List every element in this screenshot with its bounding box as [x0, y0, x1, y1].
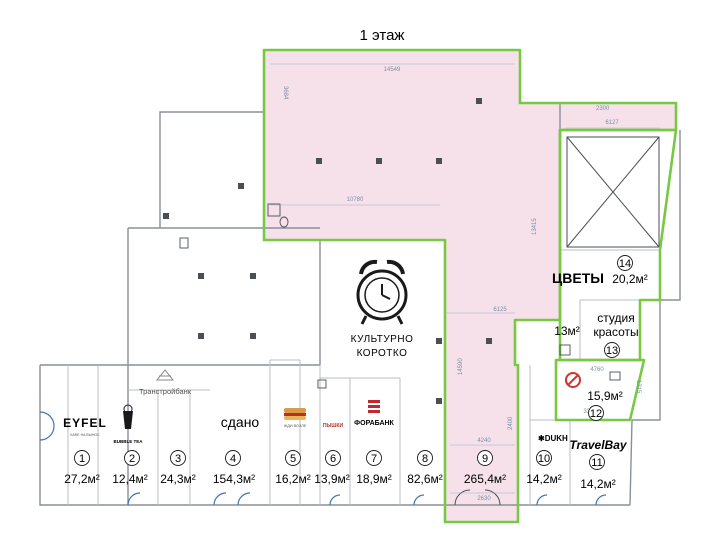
- dimension-label: 6127: [605, 120, 619, 126]
- unit-labels: 1 27,2м² 2 12,4м² 3 24,3м² 4 154,3м² 5 16,2м² 6 13,…: [64, 255, 648, 491]
- kulturno-brand-line1: КУЛЬТУРНО: [351, 334, 414, 345]
- unit-9-area-fill: [264, 50, 676, 522]
- unit-area: 82,6м²: [407, 472, 443, 486]
- izhdi-brand: ЖДИ ВОЗЛЕ: [284, 424, 307, 428]
- unit-number: 5: [290, 453, 296, 465]
- studio-label-line1: студия: [597, 311, 634, 325]
- unit-number-circle: [285, 450, 301, 466]
- unit-number: 8: [422, 453, 428, 465]
- dimension-label: 14590: [458, 358, 464, 375]
- sandwich-icon: [284, 408, 306, 420]
- unit-number: 4: [230, 453, 236, 465]
- eyfel-brand-sub: КАФЕ НА ВЫНОС: [70, 433, 100, 437]
- door-swings: [39, 411, 607, 506]
- unit-area: 18,9м²: [356, 472, 392, 486]
- unit-number: 13: [606, 345, 618, 357]
- unit-area: 20,2м²: [612, 272, 648, 286]
- unit-12-outline: [554, 358, 646, 422]
- staircase: [566, 136, 660, 248]
- wc-fixtures: [179, 203, 621, 389]
- bubble-tea-brand: BUBBLE TEA: [114, 439, 144, 444]
- columns: [163, 98, 492, 404]
- unit-area: 14,2м²: [580, 477, 616, 491]
- studio-label-line2: красоты: [593, 325, 638, 339]
- unit-number-circle: [124, 450, 140, 466]
- unit-number: 2: [129, 453, 135, 465]
- no-entry-icon: [565, 372, 581, 388]
- unit-number: 12: [590, 408, 602, 420]
- unit-number: 11: [591, 457, 602, 469]
- unit-area: 13,9м²: [314, 472, 350, 486]
- sdano-label: сдано: [221, 414, 260, 430]
- unit-13-14-outline: [558, 128, 678, 362]
- unit-number: 1: [79, 453, 85, 465]
- dukh-brand: ✱DUKH: [538, 434, 568, 443]
- bubble-tea-icon: [123, 404, 133, 429]
- unit-number-circle: [536, 450, 552, 466]
- entrance-doors-unit-9: [454, 489, 501, 506]
- unit-area: 15,9м²: [587, 389, 623, 403]
- unit-number-circle: [225, 450, 241, 466]
- dimension-label: 10780: [347, 197, 364, 203]
- unit-number-circle: [366, 450, 382, 466]
- transstroybank-logo-icon: [155, 369, 175, 381]
- dimension-label: 2630: [477, 496, 491, 502]
- transstroybank-brand: Транстройбанк: [139, 387, 192, 396]
- unit-area: 13м²: [554, 324, 580, 338]
- unit-number-circle: [589, 454, 605, 470]
- unit-number: 6: [330, 453, 336, 465]
- unit-number-circle: [588, 405, 604, 421]
- dimension-label: 1315: [635, 380, 641, 394]
- dimension-lines: [270, 63, 660, 494]
- unit-9-outline: [262, 48, 678, 524]
- dimension-label: 2300: [596, 106, 610, 112]
- floor-title: 1 этаж: [360, 27, 405, 44]
- dimension-label: 14549: [384, 67, 401, 73]
- unit-number-circle: [170, 450, 186, 466]
- forabank-logo-icon: [368, 400, 380, 413]
- unit-number-circle: [417, 450, 433, 466]
- dimension-label: 6125: [493, 307, 507, 313]
- unit-number-circle: [325, 450, 341, 466]
- alarm-clock-icon: [356, 259, 408, 325]
- cvety-label: ЦВЕТЫ: [552, 270, 604, 286]
- unit-area: 16,2м²: [275, 472, 311, 486]
- unit-number: 14: [619, 258, 631, 270]
- dimension-label: 3684: [282, 86, 288, 100]
- dimension-label: 2400: [508, 416, 514, 430]
- travelbay-brand: TravelBay: [569, 438, 627, 452]
- pyshka-brand: ПЫШКИ: [323, 423, 344, 429]
- unit-number-circle: [74, 450, 90, 466]
- dimension-label: 13415: [532, 218, 538, 235]
- dimension-label: 4240: [477, 438, 491, 444]
- unit-dividers: [67, 249, 660, 505]
- green-highlights: [262, 48, 678, 524]
- kulturno-brand-line2: КОРОТКО: [357, 348, 408, 359]
- unit-number-circle: [604, 342, 620, 358]
- unit-number: 7: [371, 453, 377, 465]
- unit-area: 265,4м²: [464, 472, 506, 486]
- unit-area: 154,3м²: [213, 472, 255, 486]
- unit-number: 3: [175, 453, 181, 465]
- eyfel-brand: EYFEL: [63, 416, 107, 430]
- unit-number-circle: [617, 255, 633, 271]
- dimension-label: 4760: [590, 367, 604, 373]
- unit-area: 24,3м²: [160, 472, 196, 486]
- unit-number-circle: [477, 450, 493, 466]
- unit-area: 12,4м²: [112, 472, 148, 486]
- unit-number: 9: [482, 453, 488, 465]
- forabank-brand: ФОРАБАНК: [354, 420, 394, 427]
- unit-area: 27,2м²: [64, 472, 100, 486]
- unit-area: 14,2м²: [526, 472, 562, 486]
- unit-number: 10: [538, 453, 550, 465]
